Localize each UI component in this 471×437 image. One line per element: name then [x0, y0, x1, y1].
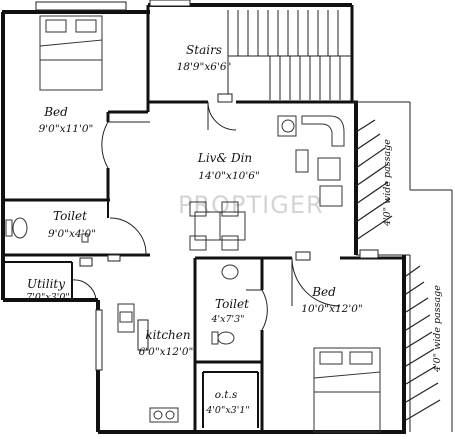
toilet-2-label: Toilet	[215, 297, 249, 311]
doors	[71, 101, 341, 331]
windows	[35, 0, 379, 371]
dining-set	[189, 201, 246, 251]
kitchen-label: kitchen	[145, 328, 190, 342]
stairs-dims: 18'9"x6'6"	[177, 61, 232, 73]
utility-dims: 7'0"x3'0"	[26, 292, 70, 303]
toilet-2-dims: 4'x7'3"	[210, 314, 244, 325]
toilet-1-dims: 9'0"x4'0"	[48, 228, 96, 240]
toilet-2-fixtures	[211, 264, 239, 345]
toilet-1-fixtures	[5, 217, 89, 243]
bed-1-furniture	[39, 15, 103, 91]
kitchen-dims: 6'0"x12'0"	[139, 346, 194, 358]
living-dims: 14'0"x10'6"	[198, 170, 259, 182]
passage-1-label: 4'0" wide passage	[382, 139, 393, 227]
passage-hatch	[355, 119, 441, 421]
passage-lines	[352, 101, 453, 432]
ots-dims: 4'0"x3'1"	[205, 405, 250, 416]
passage-2-label: 4'0" wide passage	[432, 285, 443, 373]
internal-walls	[3, 5, 406, 432]
bed-2-label: Bed	[311, 285, 336, 299]
watermark: PROPTIGER	[178, 191, 324, 219]
staircase	[227, 10, 352, 100]
bed-1-label: Bed	[43, 105, 68, 119]
utility-label: Utility	[27, 277, 65, 291]
room-labels: Bed 9'0"x11'0" Stairs 18'9"x6'6" Liv& Di…	[26, 43, 443, 416]
living-label: Liv& Din	[197, 151, 252, 165]
bed-2-furniture	[313, 347, 381, 433]
ots-label: o.t.s	[215, 389, 238, 401]
sofa-set	[277, 115, 345, 207]
toilet-1-label: Toilet	[53, 209, 87, 223]
kitchen-fixtures	[117, 303, 179, 423]
bed-2-dims: 10'0"x12'0"	[301, 303, 362, 315]
bed-1-dims: 9'0"x11'0"	[39, 123, 94, 135]
stairs-label: Stairs	[186, 43, 222, 57]
